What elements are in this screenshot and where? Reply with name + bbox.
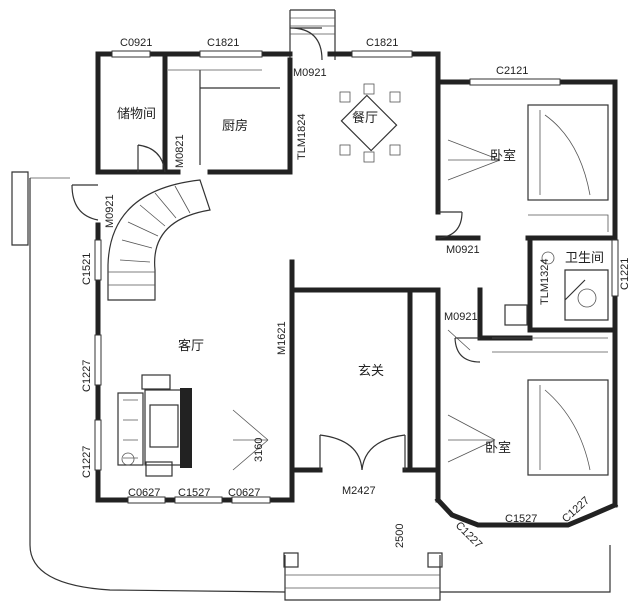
bottom-steps xyxy=(283,552,443,601)
room-label-dining: 餐厅 xyxy=(352,110,378,126)
code-c1821-top-left: C1821 xyxy=(207,37,239,49)
top-steps xyxy=(289,9,336,60)
bathroom-fixtures xyxy=(504,251,609,326)
code-m0921-bath: M0921 xyxy=(444,311,478,323)
room-label-bedroom-top: 卧室 xyxy=(490,148,516,164)
code-m2427: M2427 xyxy=(342,485,376,497)
bed-bottom xyxy=(447,337,609,476)
terrace-outline-right xyxy=(440,545,611,593)
code-c1527-bay: C1527 xyxy=(505,513,537,525)
dining-table xyxy=(339,83,401,163)
walls xyxy=(95,51,619,528)
code-3160: 3160 xyxy=(253,438,265,462)
code-tlm1324: TLM1324 xyxy=(539,259,551,305)
bed-top xyxy=(447,104,609,232)
code-m0921-left: M0921 xyxy=(104,194,116,228)
dim-2500: 2500 xyxy=(394,524,406,548)
code-c0627-b: C0627 xyxy=(228,487,260,499)
code-c1227-left-upper: C1227 xyxy=(81,360,93,392)
doors xyxy=(71,27,481,471)
top-windows xyxy=(94,50,619,504)
room-label-bathroom: 卫生间 xyxy=(565,251,604,266)
code-c0921-top: C0921 xyxy=(120,37,152,49)
code-c0627-a: C0627 xyxy=(128,487,160,499)
room-label-kitchen: 厨房 xyxy=(222,118,248,134)
corridor-arrow xyxy=(447,329,471,351)
code-c2121: C2121 xyxy=(496,65,528,77)
terrace-outline xyxy=(29,178,286,593)
code-m0921-top: M0921 xyxy=(293,67,327,79)
room-label-storage: 储物间 xyxy=(117,107,156,122)
sofa-set xyxy=(117,374,192,477)
code-m0821: M0821 xyxy=(174,134,186,168)
kitchen-counter xyxy=(168,69,280,165)
side-step xyxy=(11,171,29,246)
code-c1221-right: C1221 xyxy=(619,258,631,290)
spiral-stair xyxy=(107,179,211,301)
code-m1621: M1621 xyxy=(276,321,288,355)
code-c1521: C1521 xyxy=(81,253,93,285)
code-c1527-bottom: C1527 xyxy=(178,487,210,499)
room-label-living: 客厅 xyxy=(178,338,204,354)
room-label-foyer: 玄关 xyxy=(358,364,384,379)
code-m0921-mid: M0921 xyxy=(446,244,480,256)
code-c1227-left-lower: C1227 xyxy=(81,446,93,478)
view-arrows xyxy=(232,409,269,471)
code-c1821-top-right: C1821 xyxy=(366,37,398,49)
room-label-bedroom-bottom: 卧室 xyxy=(485,440,511,456)
code-tlm1824: TLM1824 xyxy=(296,114,308,160)
